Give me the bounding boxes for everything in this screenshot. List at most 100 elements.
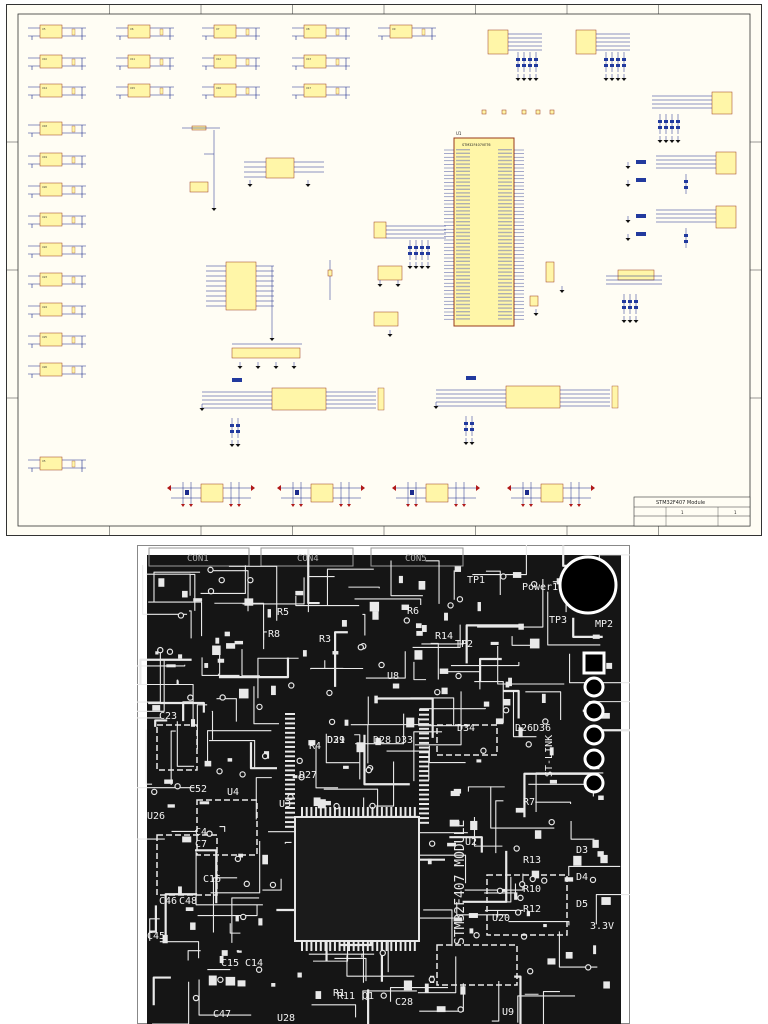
ldo-block: U8: [292, 24, 350, 40]
border-grid: [6, 4, 762, 536]
ldo-label: U15: [130, 86, 135, 90]
pcb-silk-label: C7: [195, 839, 207, 850]
ldo-block: U14: [28, 83, 86, 99]
pcb-silk-label: D36: [533, 723, 551, 734]
pcb-silk-label: U20: [492, 913, 510, 924]
title-block-sheet-number: 1: [681, 510, 684, 515]
mcu-symbol: U1 STM32F407VET6: [444, 131, 524, 327]
pcb-silk-label: C28: [395, 997, 413, 1008]
pcb-silk-label: C46: [159, 896, 177, 907]
pcb-silk-label: R12: [523, 904, 541, 915]
ldo-block: U19: [28, 152, 86, 168]
title-block: STM32F407 Module 1 1: [633, 496, 751, 527]
pcb-right-header: [582, 651, 606, 794]
ldo-block: U11: [116, 54, 174, 70]
ldo-block: U15: [116, 83, 174, 99]
ldo-block: U23: [28, 272, 86, 288]
pcb-silk-label: R8: [268, 629, 280, 640]
pcb-silk-label: D4: [576, 872, 588, 883]
ldo-block: U5: [28, 456, 86, 472]
pcb-silk-label: R11: [337, 991, 355, 1002]
pcb-silk-label: Q1: [362, 991, 374, 1002]
pcb-silk-label: TP3: [549, 615, 567, 626]
pcb-silk-label: D5: [576, 899, 588, 910]
ldo-label: U16: [216, 86, 221, 90]
ldo-label: U8: [306, 27, 310, 31]
pcb-silk-label: C45: [147, 931, 165, 942]
pcb-silk-label: U26: [147, 811, 165, 822]
pcb-silk-label: C14: [245, 958, 263, 969]
ldo-label: U23: [42, 275, 47, 279]
pcb-silk-label: D3: [576, 845, 588, 856]
ldo-block: U7: [202, 24, 260, 40]
pcb-silk-label: TP2: [455, 639, 473, 650]
bottom-regulator: [392, 482, 480, 507]
ldo-label: U26: [42, 365, 47, 369]
pcb-silk-label: D29: [327, 735, 345, 746]
mcu-ref: U1: [456, 131, 462, 136]
bottom-regulator: [277, 482, 365, 507]
ldo-label: U25: [42, 335, 47, 339]
ldo-block: U16: [202, 83, 260, 99]
pcb-silk-label: R4: [309, 741, 321, 752]
ldo-block: U9: [378, 24, 436, 40]
pcb-silk-label: R13: [523, 855, 541, 866]
pcb-silk-label: Power1: [522, 582, 558, 593]
pcb-silk-label: D26: [515, 723, 533, 734]
ldo-block: U13: [292, 54, 350, 70]
pcb-silk-label: D33: [395, 735, 413, 746]
ldo-label: U18: [42, 124, 47, 128]
title-block-title: STM32F407 Module: [656, 500, 705, 506]
ldo-block: U26: [28, 362, 86, 378]
pcb-silk-label: R10: [523, 884, 541, 895]
pcb-silk-label: TP1: [467, 575, 485, 586]
pcb-silk-label: C47: [213, 1009, 231, 1020]
pcb-silk-label: R1: [333, 988, 345, 999]
pcb-silk-label: U2: [465, 837, 477, 848]
bottom-regulator: [507, 482, 595, 507]
ldo-block: U24: [28, 302, 86, 318]
pcb-silk-label: C16: [203, 874, 221, 885]
ldo-block: U21: [28, 212, 86, 228]
pcb-mounting-hole: [558, 555, 618, 615]
pcb-silk-label: R6: [407, 606, 419, 617]
pcb-silk-label: U9: [502, 1007, 514, 1018]
pcb-silk-label: D31: [327, 735, 345, 746]
ldo-label: U9: [392, 27, 396, 31]
ldo-label: U7: [216, 27, 220, 31]
ldo-block: U20: [28, 182, 86, 198]
ldo-label: U20: [42, 185, 47, 189]
ldo-block: U18: [28, 121, 86, 137]
ldo-block: U12: [202, 54, 260, 70]
pcb-silk-label: C4: [195, 827, 207, 838]
ldo-label: U12: [216, 57, 221, 61]
pcb-silk-label: R14: [435, 631, 453, 642]
ldo-block: U10: [28, 54, 86, 70]
pcb-silk-label: R3: [319, 634, 331, 645]
pcb-silk-label: C23: [159, 711, 177, 722]
pcb-mcu-footprint: STM32F407 MODULE: [285, 709, 468, 951]
ldo-block: U22: [28, 242, 86, 258]
title-block-sheet-total: 1: [734, 510, 737, 515]
pcb-layout: CON1 CON4 CON5 STM32F407 MODULE U2U3U4U8…: [137, 545, 630, 1024]
bottom-regulator: [167, 482, 255, 507]
pcb-module-text: STM32F407 MODULE: [453, 820, 468, 945]
pcb-silk-label: C48: [179, 896, 197, 907]
ldo-label: U21: [42, 215, 47, 219]
ldo-label: U24: [42, 305, 47, 309]
mcu-part: STM32F407VET6: [462, 143, 491, 147]
peripheral-circuits: [182, 29, 737, 447]
ldo-label: U5: [42, 27, 46, 31]
pcb-silk-label: U4: [227, 787, 239, 798]
pcb-side-label: ST-LINK: [544, 735, 555, 777]
pcb-silk-label: U28: [277, 1013, 295, 1024]
pcb-silk-label: U8: [387, 671, 399, 682]
pcb-silk-label: D34: [457, 723, 475, 734]
ldo-label: U10: [42, 57, 47, 61]
pcb-label-con1: CON1: [187, 554, 209, 564]
ldo-block: U6: [116, 24, 174, 40]
pcb-silk-label: C15: [221, 958, 239, 969]
